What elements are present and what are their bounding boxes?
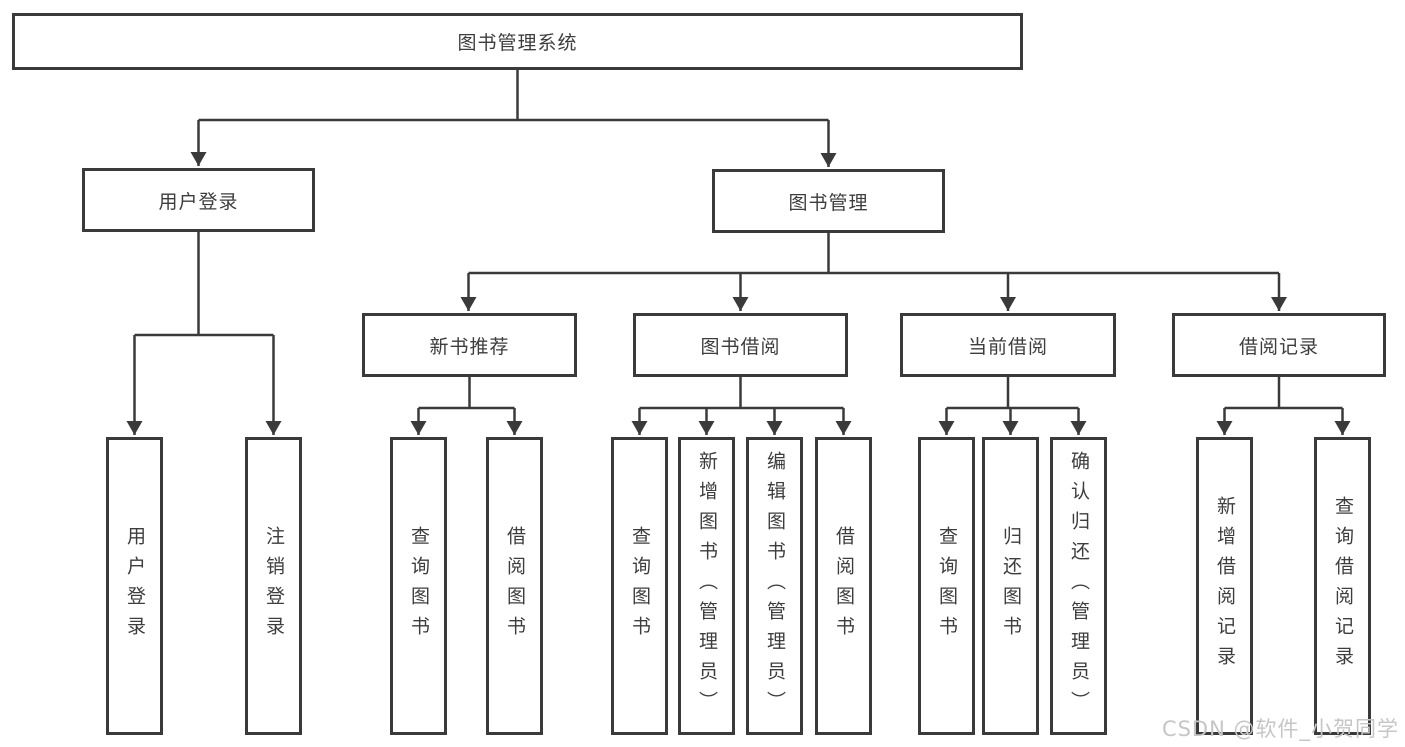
node-leaf-edit-books-admin: 编辑图书（管理员） [746,437,803,735]
node-label: 借阅记录 [1238,335,1319,358]
node-label: 新增借阅记录 [1214,496,1236,676]
node-leaf-return-books: 归还图书 [982,437,1039,735]
csdn-watermark: CSDN @软件_小贺同学 [1161,717,1399,741]
node-label: 编辑图书（管理员） [764,451,786,721]
node-leaf-borrow-books-2: 借阅图书 [815,437,872,735]
node-leaf-confirm-return-admin: 确认归还（管理员） [1050,437,1107,735]
node-leaf-user-login: 用户登录 [106,437,163,735]
node-borrowing-records: 借阅记录 [1172,313,1386,377]
node-label: 借阅图书 [833,526,855,646]
node-label: 当前借阅 [967,335,1048,358]
node-leaf-borrow-books: 借阅图书 [486,437,543,735]
node-label: 查询借阅记录 [1332,496,1354,676]
node-label: 注销登录 [263,526,285,646]
node-leaf-query-books-2: 查询图书 [611,437,668,735]
node-new-book-recommend: 新书推荐 [362,313,577,377]
node-label: 图书借阅 [700,335,781,358]
node-leaf-query-borrow-record: 查询借阅记录 [1314,437,1371,735]
node-label: 用户登录 [158,190,239,213]
node-label: 查询图书 [936,526,958,646]
node-label: 用户登录 [124,526,146,646]
node-user-login: 用户登录 [82,168,315,232]
node-leaf-logout: 注销登录 [245,437,302,735]
node-leaf-add-books-admin: 新增图书（管理员） [678,437,735,735]
node-library-system-root: 图书管理系统 [12,13,1023,70]
node-leaf-query-books-3: 查询图书 [918,437,975,735]
node-label: 借阅图书 [504,526,526,646]
node-label: 查询图书 [629,526,651,646]
node-book-borrowing: 图书借阅 [633,313,848,377]
node-leaf-add-borrow-record: 新增借阅记录 [1196,437,1253,735]
node-current-borrowing: 当前借阅 [900,313,1116,377]
node-book-management: 图书管理 [712,169,945,233]
node-leaf-query-books: 查询图书 [390,437,447,735]
node-label: 确认归还（管理员） [1068,451,1090,721]
node-label: 查询图书 [408,526,430,646]
node-label: 新增图书（管理员） [696,451,718,721]
node-label: 图书管理 [788,191,869,214]
node-label: 图书管理系统 [457,32,578,54]
node-label: 新书推荐 [429,335,510,358]
node-label: 归还图书 [1000,526,1022,646]
